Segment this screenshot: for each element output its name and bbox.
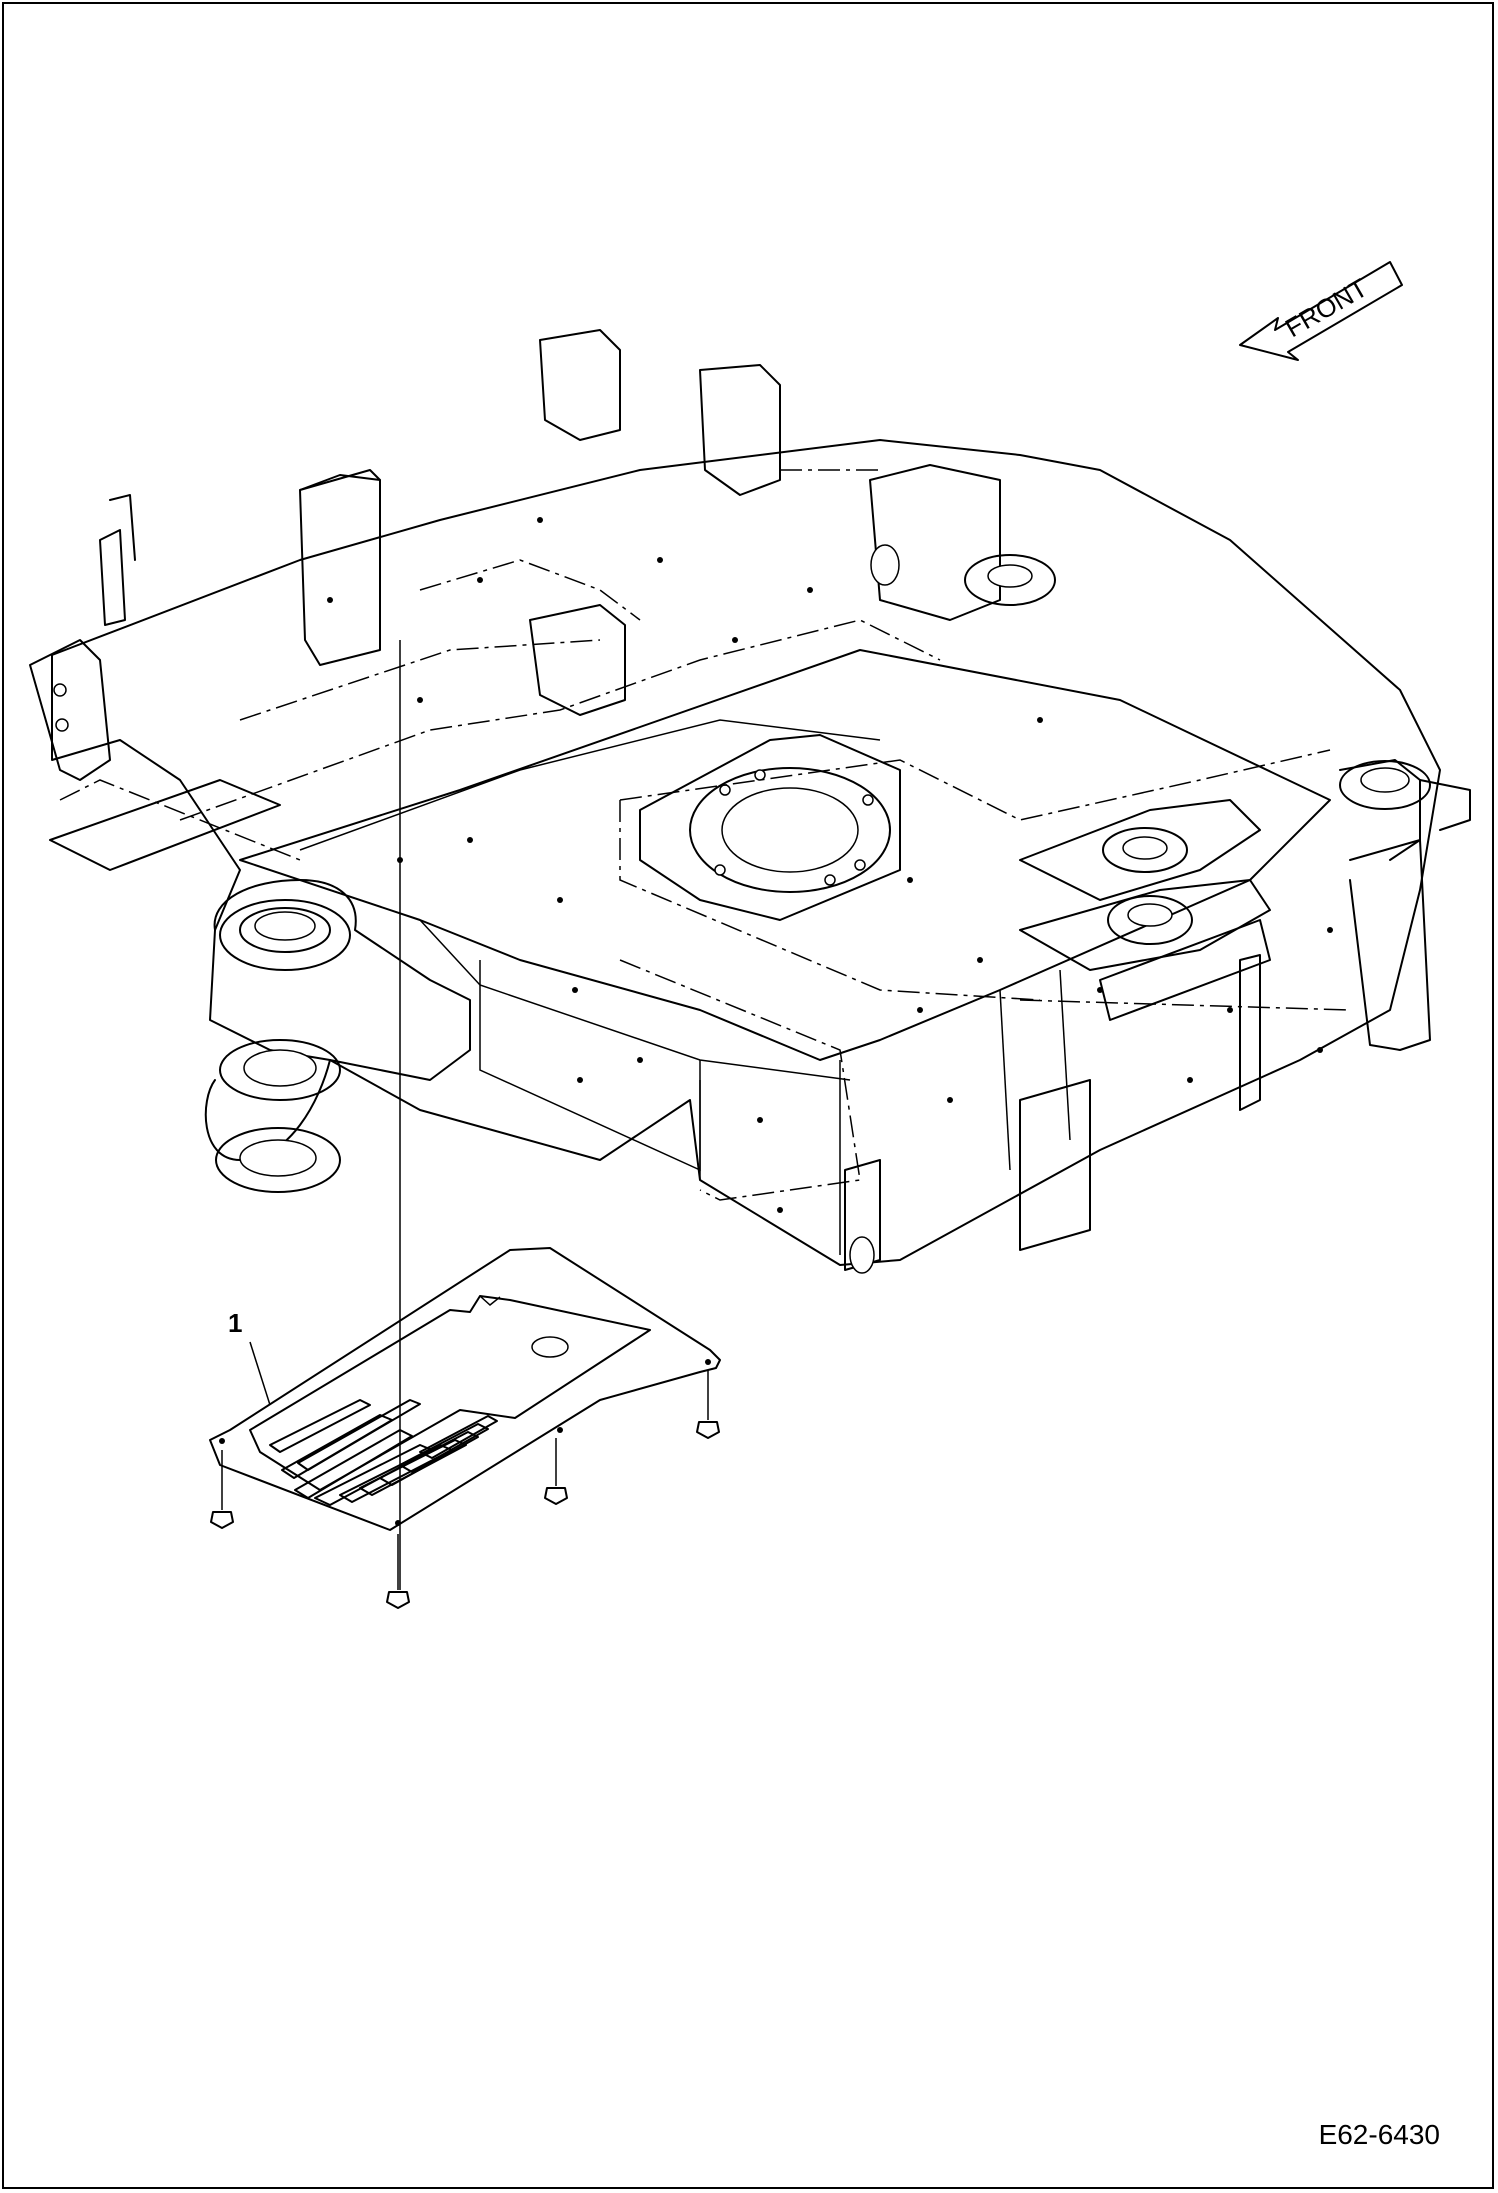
bolt	[696, 1370, 720, 1439]
front-arrow-label: FRONT	[1280, 272, 1373, 343]
bottom-cover-plate	[209, 1247, 721, 1531]
upper-frame-assembly	[29, 329, 1471, 1274]
cover-ventilation-slots	[269, 1399, 498, 1506]
figure-code: E62-6430	[1318, 2119, 1440, 2150]
front-arrow: FRONT	[1239, 261, 1403, 361]
callout-leader-1	[249, 1341, 271, 1406]
mounting-bolts	[210, 1370, 720, 1609]
bolt	[386, 1534, 410, 1609]
bolt	[210, 1450, 234, 1529]
callout-number: 1	[228, 1308, 243, 1338]
bolt	[544, 1438, 568, 1505]
